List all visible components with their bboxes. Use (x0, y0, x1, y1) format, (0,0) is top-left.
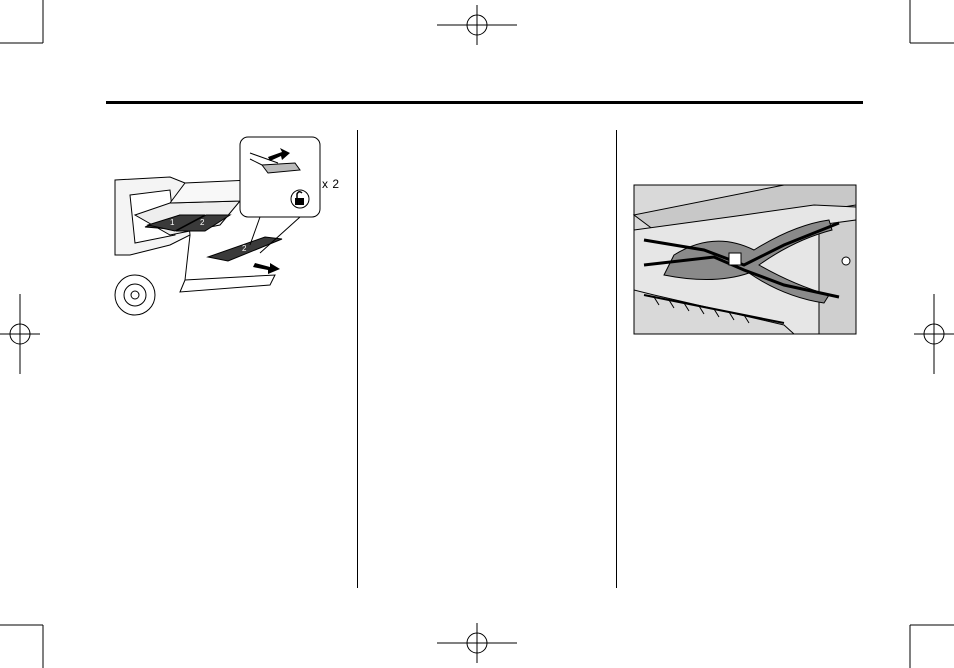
cargo-strap-illustration (634, 185, 856, 334)
panel-label: 1 (170, 218, 175, 227)
header-rule (106, 101, 863, 104)
column-divider (616, 130, 617, 588)
registration-mark-left (0, 294, 40, 374)
truck-bed-illustration: 1 2 2 (110, 135, 350, 325)
registration-mark-right (914, 294, 954, 374)
callout-box (240, 137, 320, 217)
registration-mark-top (437, 5, 517, 45)
unlock-icon (291, 190, 309, 208)
panel-label: 2 (242, 244, 247, 253)
callout-multiplier: x 2 (322, 177, 340, 191)
registration-mark-bottom (437, 623, 517, 663)
slide-arrow-icon (253, 263, 280, 274)
column-divider (357, 130, 358, 588)
panel-label: 2 (200, 218, 205, 227)
